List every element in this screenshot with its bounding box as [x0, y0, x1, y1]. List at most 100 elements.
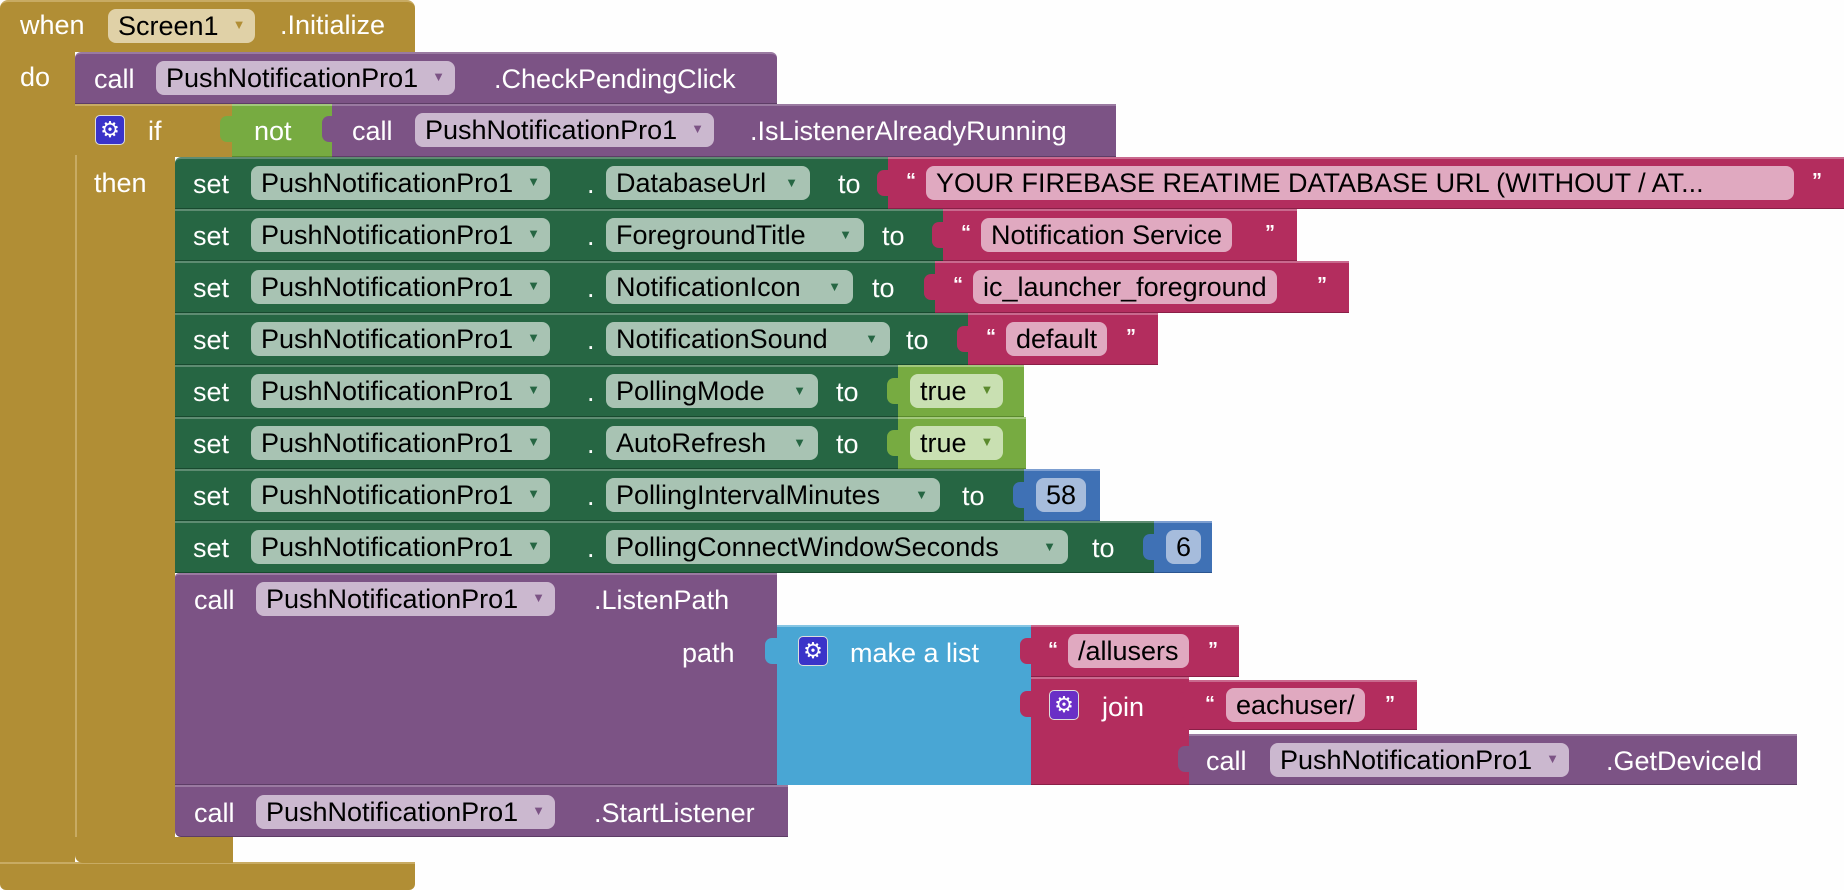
component-dropdown[interactable]: PushNotificationPro1▼ [251, 322, 551, 356]
chevron-down-icon: ▼ [432, 68, 446, 84]
to-label: to [906, 325, 929, 355]
method-name: .ListenPath [594, 585, 730, 615]
if-then-footer [75, 837, 233, 863]
property-dropdown[interactable]: NotificationSound ▼ [606, 322, 890, 356]
set-label: set [193, 273, 230, 303]
open-quote: “ [961, 222, 971, 244]
not-block[interactable] [232, 104, 332, 157]
chevron-down-icon: ▼ [785, 175, 798, 190]
component-name: PushNotificationPro1 [266, 797, 519, 827]
property-dropdown[interactable]: DatabaseUrl▼ [606, 166, 810, 200]
event-block-footer [0, 862, 415, 890]
is-listener-input-tab [322, 116, 336, 142]
value-input-tab [957, 326, 971, 352]
close-quote: ” [1126, 326, 1136, 348]
event-block-body [0, 50, 75, 890]
component-name: PushNotificationPro1 [1280, 745, 1533, 775]
number-value: 58 [1046, 480, 1077, 510]
if-mutator-gear-icon[interactable]: ⚙ [95, 115, 125, 145]
chevron-down-icon: ▼ [527, 173, 541, 189]
component-name: PushNotificationPro1 [266, 584, 519, 614]
get-device-id-input-tab [1178, 746, 1192, 772]
if-then-block[interactable] [75, 104, 235, 157]
open-quote: “ [986, 326, 996, 348]
open-quote: “ [1048, 639, 1058, 661]
text-field[interactable]: YOUR FIREBASE REATIME DATABASE URL (WITH… [926, 166, 1794, 200]
component-name: PushNotificationPro1 [261, 168, 514, 198]
method-name: .IsListenerAlreadyRunning [750, 116, 1067, 146]
screen-component-dropdown[interactable]: Screen1▼ [108, 9, 256, 43]
make-a-list-label: make a list [850, 638, 980, 668]
close-quote: ” [1812, 170, 1822, 192]
property-name: PollingIntervalMinutes [616, 480, 881, 510]
component-dropdown[interactable]: PushNotificationPro1▼ [415, 113, 715, 147]
open-quote: “ [906, 170, 916, 192]
to-label: to [962, 481, 985, 511]
close-quote: ” [1265, 222, 1275, 244]
boolean-dropdown[interactable]: true▼ [910, 374, 1004, 408]
boolean-dropdown[interactable]: true▼ [910, 426, 1004, 460]
then-label: then [94, 168, 147, 198]
value-input-tab [924, 274, 938, 300]
component-name: PushNotificationPro1 [261, 480, 514, 510]
list-mutator-gear-icon[interactable]: ⚙ [798, 636, 828, 666]
component-dropdown[interactable]: PushNotificationPro1▼ [256, 582, 556, 616]
component-name: PushNotificationPro1 [425, 115, 678, 145]
chevron-down-icon: ▼ [532, 802, 546, 818]
text-value: Notification Service [991, 220, 1223, 250]
component-dropdown[interactable]: PushNotificationPro1 ▼ [251, 478, 551, 512]
property-dropdown[interactable]: NotificationIcon ▼ [606, 270, 853, 304]
call-label: call [1206, 746, 1247, 776]
text-field[interactable]: Notification Service [981, 218, 1233, 252]
property-dropdown[interactable]: ForegroundTitle▼ [606, 218, 864, 252]
text-field-allusers[interactable]: /allusers [1068, 634, 1189, 668]
property-dropdown[interactable]: PollingConnectWindowSeconds▼ [606, 530, 1068, 564]
screen-component-name: Screen1 [118, 11, 219, 41]
component-name: PushNotificationPro1 [261, 376, 514, 406]
join-mutator-gear-icon[interactable]: ⚙ [1049, 690, 1079, 720]
component-dropdown[interactable]: PushNotificationPro1 ▼ [256, 795, 556, 829]
chevron-down-icon: ▼ [865, 331, 878, 346]
component-dropdown[interactable]: PushNotificationPro1▼ [156, 61, 456, 95]
component-dropdown[interactable]: PushNotificationPro1▼ [251, 530, 551, 564]
not-block-input-tab [220, 116, 234, 142]
to-label: to [836, 377, 859, 407]
component-dropdown[interactable]: PushNotificationPro1▼ [251, 270, 551, 304]
component-dropdown[interactable]: PushNotificationPro1▼ [251, 426, 551, 460]
text-field-eachuser[interactable]: eachuser/ [1226, 688, 1365, 722]
component-name: PushNotificationPro1 [261, 220, 514, 250]
chevron-down-icon: ▼ [828, 279, 841, 294]
number-field[interactable]: 58 [1036, 478, 1087, 512]
text-value: /allusers [1078, 636, 1179, 666]
number-field[interactable]: 6 [1166, 530, 1202, 564]
call-label: call [194, 585, 235, 615]
property-dropdown[interactable]: PollingIntervalMinutes▼ [606, 478, 940, 512]
dot-separator: . [587, 221, 595, 251]
property-name: ForegroundTitle [616, 220, 806, 250]
dot-separator: . [587, 325, 595, 355]
component-dropdown[interactable]: PushNotificationPro1▼ [251, 374, 551, 408]
when-label: when [20, 10, 85, 40]
property-name: NotificationIcon [616, 272, 801, 302]
path-param-label: path [682, 638, 735, 668]
component-dropdown[interactable]: PushNotificationPro1▼ [251, 218, 551, 252]
value-input-tab [1143, 534, 1157, 560]
close-quote: ” [1317, 274, 1327, 296]
text-input-tab [1178, 692, 1192, 718]
open-quote: “ [1205, 693, 1215, 715]
set-label: set [193, 377, 230, 407]
set-label: set [193, 325, 230, 355]
property-dropdown[interactable]: AutoRefresh▼ [606, 426, 818, 460]
set-label: set [193, 429, 230, 459]
text-field[interactable]: default [1006, 322, 1108, 356]
text-field[interactable]: ic_launcher_foreground [973, 270, 1277, 304]
property-name: NotificationSound [616, 324, 828, 354]
value-input-tab [887, 378, 901, 404]
property-dropdown[interactable]: PollingMode▼ [606, 374, 818, 408]
to-label: to [836, 429, 859, 459]
component-dropdown[interactable]: PushNotificationPro1▼ [1270, 743, 1570, 777]
dot-separator: . [587, 481, 595, 511]
component-dropdown[interactable]: PushNotificationPro1 ▼ [251, 166, 551, 200]
call-label: call [352, 116, 393, 146]
chevron-down-icon: ▼ [527, 485, 541, 501]
